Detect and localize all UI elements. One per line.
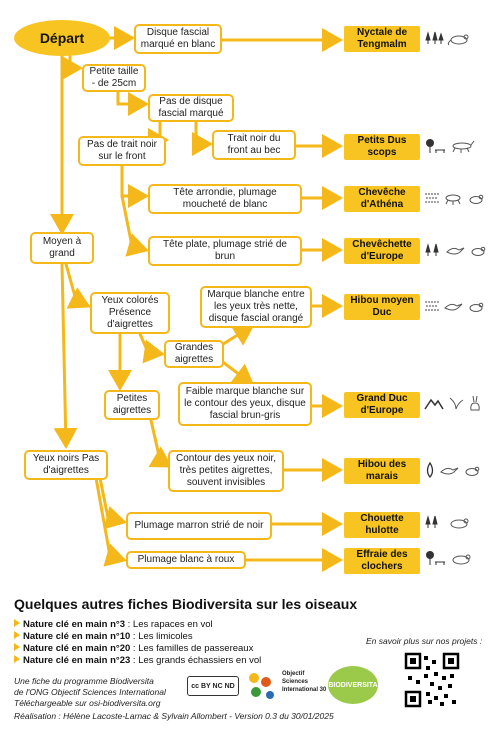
bullet-icon xyxy=(14,631,20,639)
connector-lines xyxy=(50,26,343,572)
footer-title: Quelques autres fiches Biodiversita sur … xyxy=(14,596,358,612)
node-plumage-marron: Plumage marron strié de noir xyxy=(126,512,272,540)
bullet-icon xyxy=(14,643,20,651)
mouse-icon xyxy=(469,194,484,204)
node-contour-yeux: Contour des yeux noir, très petites aigr… xyxy=(168,450,284,492)
result-chouette: Chouette hulotte xyxy=(344,512,420,538)
mouse-icon xyxy=(469,302,484,312)
node-grandes-aigrettes: Grandes aigrettes xyxy=(164,340,224,368)
node-yeux-noirs: Yeux noirs Pas d'aigrettes xyxy=(24,450,108,480)
realisation-line: Réalisation : Hélène Lacoste-Larnac & Sy… xyxy=(14,711,334,721)
forest-icon xyxy=(425,31,444,44)
node-petites-aigrettes: Petites aigrettes xyxy=(104,390,160,420)
field-icon xyxy=(425,193,439,203)
credit-line: Une fiche du programme Biodiversita xyxy=(14,676,154,686)
bird-icon xyxy=(440,467,459,475)
rabbit-icon xyxy=(470,395,480,411)
result-chevechette: Chevêchette d'Europe xyxy=(344,238,420,264)
result-hibou-marais: Hibou des marais xyxy=(344,458,420,484)
biodiversita-logo: BIODIVERSITA xyxy=(328,666,378,704)
forest-icon xyxy=(425,515,438,528)
mouse-icon xyxy=(452,554,471,565)
tree-bench-icon xyxy=(426,551,445,565)
footer-item[interactable]: Nature clé en main n°20 : Les familles d… xyxy=(14,643,253,654)
credit-line: de l'ONG Objectif Sciences International xyxy=(14,687,166,697)
start-node: Départ xyxy=(14,20,110,56)
node-marque-blanche: Marque blanche entre les yeux très nette… xyxy=(200,286,312,328)
cc-license-logo: cc BY NC ND xyxy=(187,676,239,696)
bird-icon xyxy=(446,247,465,255)
more-info-label: En savoir plus sur nos projets : xyxy=(366,636,483,646)
node-trait-noir: Trait noir du front au bec xyxy=(212,130,296,160)
insect-icon xyxy=(445,194,461,205)
bullet-icon xyxy=(14,619,20,627)
bullet-icon xyxy=(14,655,20,663)
credit-line: Téléchargeable sur osi-biodiversita.org xyxy=(14,698,161,708)
tree-bench-icon xyxy=(426,139,445,153)
water-drop-icon xyxy=(426,462,434,478)
node-faible-marque: Faible marque blanche sur le contour des… xyxy=(178,382,312,426)
result-grand-duc: Grand Duc d'Europe xyxy=(344,392,420,418)
node-plumage-blanc: Plumage blanc à roux xyxy=(126,551,246,569)
result-cheveche: Chevêche d'Athéna xyxy=(344,186,420,212)
node-moyen-grand: Moyen à grand xyxy=(30,232,94,264)
osi-logo-icon xyxy=(249,673,274,699)
node-petite-taille: Petite taille - de 25cm xyxy=(82,64,146,92)
footer-item[interactable]: Nature clé en main n°3 : Les rapaces en … xyxy=(14,619,213,630)
field-icon xyxy=(425,301,439,311)
result-effraie: Effraie des clochers xyxy=(344,548,420,574)
qr-code-icon[interactable] xyxy=(404,652,460,708)
mouse-icon xyxy=(465,466,480,476)
node-pas-disque: Pas de disque fascial marqué xyxy=(148,94,234,122)
forest-icon xyxy=(425,243,439,256)
footer-item[interactable]: Nature clé en main n°10 : Les limicoles xyxy=(14,631,193,642)
insect-icon xyxy=(452,140,475,153)
node-tete-arrondie: Tête arrondie, plumage moucheté de blanc xyxy=(148,184,302,214)
mouse-icon xyxy=(471,246,486,256)
node-yeux-colores: Yeux colorés Présence d'aigrettes xyxy=(90,292,170,334)
node-pas-trait: Pas de trait noir sur le front xyxy=(78,136,166,166)
mountain-icon xyxy=(424,398,444,410)
mouse-icon xyxy=(450,518,469,529)
bird-icon xyxy=(449,397,464,410)
result-nyctale: Nyctale de Tengmalm xyxy=(344,26,420,52)
footer-item[interactable]: Nature clé en main n°23 : Les grands éch… xyxy=(14,655,261,666)
result-hibou-moyen: Hibou moyen Duc xyxy=(344,294,420,320)
result-petits-dus: Petits Dus scops xyxy=(344,134,420,160)
node-tete-plate: Tête plate, plumage strié de brun xyxy=(148,236,302,266)
osi-logo-text: Objectif Sciences International 30 xyxy=(282,671,327,693)
mouse-icon xyxy=(447,34,469,46)
node-disque-fascial: Disque fascial marqué en blanc xyxy=(134,24,222,54)
bird-icon xyxy=(444,303,463,311)
